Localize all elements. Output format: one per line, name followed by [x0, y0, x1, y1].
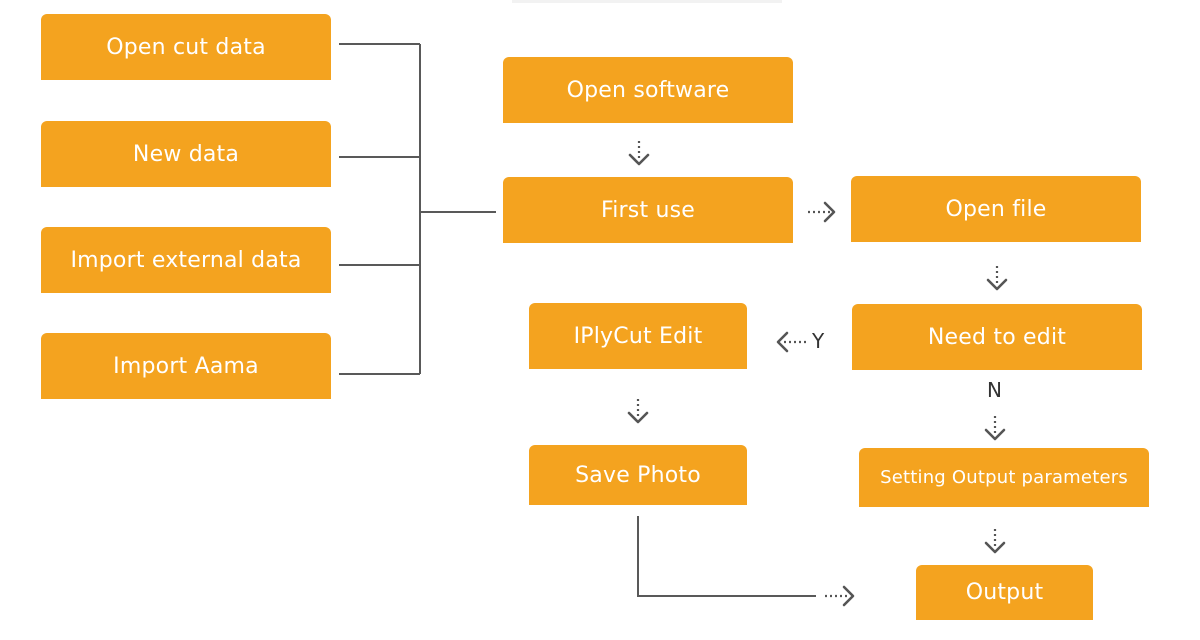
save-photo-label: Save Photo: [575, 462, 701, 488]
new-data-label: New data: [132, 141, 240, 167]
arrow-open-software-to-first-use: [628, 139, 650, 166]
iplycut-edit-box: IPlyCut Edit: [529, 303, 747, 369]
arrow-settings-to-output: [984, 527, 1006, 554]
new-data-box: New data: [41, 121, 331, 187]
import-aama-box: Import Aama: [41, 333, 331, 399]
need-to-edit-box: Need to edit: [852, 304, 1142, 370]
open-software-label: Open software: [566, 77, 730, 103]
iplycut-edit-label: IPlyCut Edit: [573, 323, 703, 349]
first-use-label: First use: [600, 197, 696, 223]
output-box: Output: [916, 565, 1093, 620]
import-aama-label: Import Aama: [113, 353, 259, 379]
arrow-need-to-edit-to-settings: [984, 414, 1006, 441]
need-to-edit-label: Need to edit: [927, 324, 1067, 350]
output-label: Output: [965, 580, 1044, 605]
arrow-need-to-edit-to-iplycut: [776, 331, 806, 353]
connector-save-photo-to-output: [637, 516, 855, 607]
source-bracket: [339, 43, 496, 375]
arrow-first-use-to-open-file: [808, 201, 836, 223]
arrow-iplycut-to-save-photo: [627, 397, 649, 424]
setting-output-parameters-label: Setting Output parameters: [880, 467, 1128, 488]
open-file-box: Open file: [851, 176, 1141, 242]
first-use-box: First use: [503, 177, 793, 243]
top-divider: [512, 0, 782, 3]
no-branch-label: N: [987, 378, 1002, 402]
arrow-open-file-to-need-to-edit: [986, 264, 1008, 291]
setting-output-parameters-box: Setting Output parameters: [859, 448, 1149, 507]
open-cut-data-label: Open cut data: [106, 34, 266, 60]
import-external-data-label: Import external data: [70, 247, 302, 273]
open-cut-data-box: Open cut data: [41, 14, 331, 80]
import-external-data-box: Import external data: [41, 227, 331, 293]
save-photo-box: Save Photo: [529, 445, 747, 505]
open-file-label: Open file: [945, 196, 1047, 222]
yes-branch-label: Y: [812, 329, 825, 353]
open-software-box: Open software: [503, 57, 793, 123]
